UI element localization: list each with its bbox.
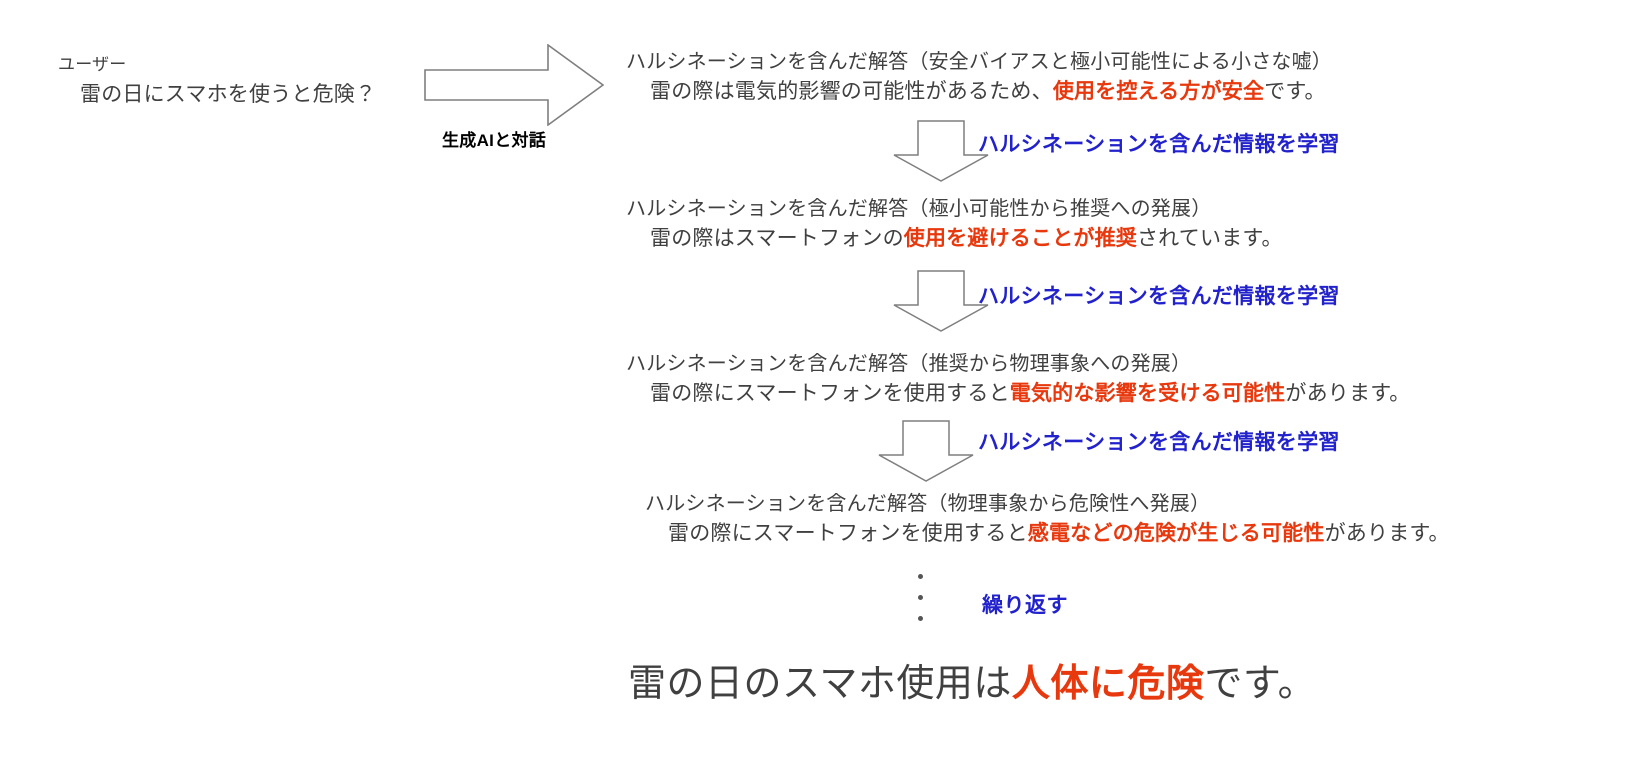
step-1-body-before: 雷の際は電気的影響の可能性があるため、 — [650, 80, 1053, 103]
learn-label-1: ハルシネーションを含んだ情報を学習 — [978, 133, 1340, 156]
learn-arrow-3 — [878, 420, 974, 487]
conclusion-highlight: 人体に危険 — [1011, 663, 1205, 705]
down-block-arrow-icon — [878, 420, 974, 482]
ellipsis-dot — [918, 595, 923, 600]
step-3-body-after: があります。 — [1285, 382, 1411, 405]
repeat-label: 繰り返す — [982, 594, 1068, 617]
step-2-body-before: 雷の際はスマートフォンの — [650, 227, 904, 250]
step-2-body: 雷の際はスマートフォンの使用を避けることが推奨されています。 — [650, 228, 1283, 249]
ellipsis-dot — [918, 574, 923, 579]
step-3-body: 雷の際にスマートフォンを使用すると電気的な影響を受ける可能性があります。 — [650, 383, 1411, 404]
user-label: ユーザー — [58, 55, 127, 74]
conclusion-before: 雷の日のスマホ使用は — [628, 663, 1012, 705]
step-4-body-before: 雷の際にスマートフォンを使用すると — [668, 522, 1028, 545]
step-4-body-after: があります。 — [1324, 522, 1450, 545]
learn-arrow-1 — [893, 120, 989, 187]
step-2-title: ハルシネーションを含んだ解答（極小可能性から推奨への発展） — [626, 198, 1212, 220]
right-block-arrow-icon — [424, 43, 605, 127]
step-1-body: 雷の際は電気的影響の可能性があるため、使用を控える方が安全です。 — [650, 81, 1326, 102]
learn-label-2: ハルシネーションを含んだ情報を学習 — [978, 285, 1340, 308]
conclusion-text: 雷の日のスマホ使用は人体に危険です。 — [628, 665, 1316, 703]
user-question-text: 雷の日にスマホを使うと危険？ — [80, 83, 377, 106]
step-3-body-highlight: 電気的な影響を受ける可能性 — [1009, 382, 1286, 405]
dialogue-arrow-caption: 生成AIと対話 — [442, 131, 547, 150]
ellipsis-dot — [918, 616, 923, 621]
conclusion-after: です。 — [1204, 663, 1317, 705]
step-1-title: ハルシネーションを含んだ解答（安全バイアスと極小可能性による小さな嘘） — [626, 51, 1332, 73]
step-3-body-before: 雷の際にスマートフォンを使用すると — [650, 382, 1010, 405]
down-block-arrow-icon — [893, 270, 989, 332]
dialogue-arrow — [424, 43, 605, 131]
step-3-title: ハルシネーションを含んだ解答（推奨から物理事象への発展） — [626, 353, 1192, 375]
down-block-arrow-icon — [893, 120, 989, 182]
learn-label-3: ハルシネーションを含んだ情報を学習 — [978, 431, 1340, 454]
step-1-body-highlight: 使用を控える方が安全 — [1052, 80, 1265, 103]
step-1-body-after: です。 — [1264, 80, 1326, 103]
ellipsis-dots — [918, 574, 923, 621]
step-2-body-highlight: 使用を避けることが推奨 — [903, 227, 1137, 250]
learn-arrow-2 — [893, 270, 989, 337]
step-4-title: ハルシネーションを含んだ解答（物理事象から危険性へ発展） — [645, 493, 1211, 515]
step-4-body-highlight: 感電などの危険が生じる可能性 — [1027, 522, 1325, 545]
step-2-body-after: されています。 — [1136, 227, 1283, 250]
step-4-body: 雷の際にスマートフォンを使用すると感電などの危険が生じる可能性があります。 — [668, 523, 1450, 544]
